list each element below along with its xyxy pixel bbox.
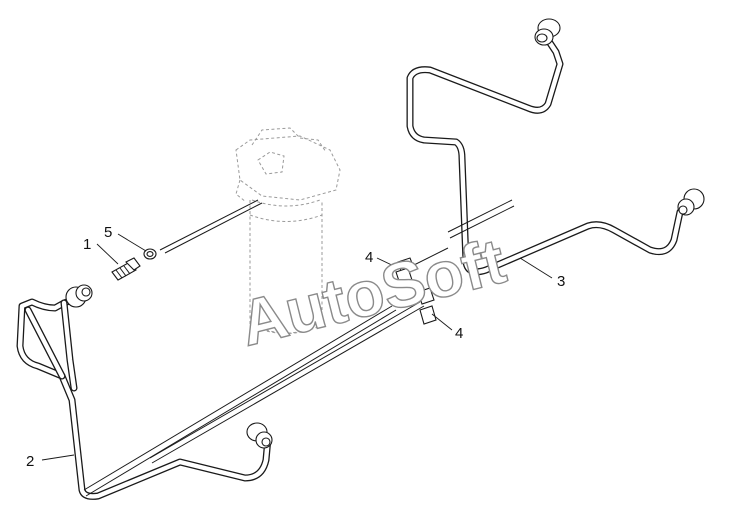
connection-line [159, 199, 263, 254]
fitting-left [65, 284, 93, 308]
fuel-pipe-2 [16, 294, 272, 500]
fitting-right [677, 188, 705, 216]
part-5-washer [143, 248, 157, 260]
callout-2: 2 [26, 453, 34, 470]
leader-lines [41, 233, 553, 461]
fitting-top-right [534, 18, 561, 46]
fuel-pipe-2-run [83, 301, 425, 497]
callout-1: 1 [83, 236, 91, 253]
watermark: AutoSoft [233, 224, 513, 359]
callout-4-lower: 4 [455, 325, 463, 342]
fitting-bottom [246, 422, 273, 449]
callout-5: 5 [104, 224, 112, 241]
part-4-clip-lower [417, 287, 437, 325]
part-4-clip-upper [395, 257, 415, 285]
fuel-pipe-3 [399, 36, 694, 276]
callout-4-upper: 4 [365, 249, 373, 266]
part-1-union [111, 257, 141, 281]
fuel-filter-ghost [235, 127, 341, 334]
callout-3: 3 [557, 273, 565, 290]
